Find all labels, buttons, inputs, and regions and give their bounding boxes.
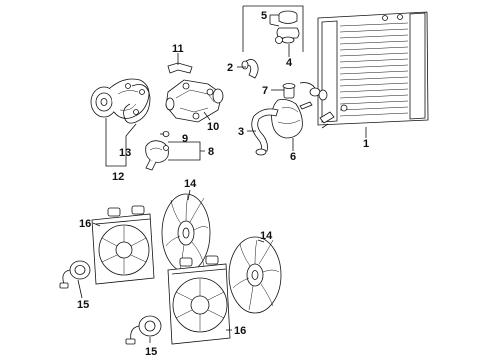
callout-6: 6 — [290, 151, 296, 163]
water-pump — [90, 78, 150, 119]
radiator-fittings — [299, 82, 348, 129]
callout-12: 12 — [112, 171, 124, 183]
callout-11: 11 — [172, 43, 184, 55]
fan-shroud-lower — [167, 255, 231, 345]
thermostat — [145, 140, 169, 171]
radiator — [317, 11, 429, 126]
coolant-reservoir — [271, 83, 313, 139]
callout-9: 9 — [182, 133, 188, 145]
callout-15-lower: 15 — [145, 346, 157, 358]
callout-2: 2 — [227, 62, 233, 74]
cap-group-bracket — [243, 5, 304, 52]
fan-shroud-upper — [91, 205, 155, 285]
callout-16-upper: 16 — [79, 218, 91, 230]
thermostat-housing — [165, 79, 224, 123]
callout-labels: 1 2 3 4 5 6 7 8 9 10 11 12 13 14 14 15 1… — [77, 10, 369, 358]
callout-4: 4 — [286, 57, 293, 69]
callout-3: 3 — [238, 126, 244, 138]
water-pump-gasket — [123, 84, 151, 124]
callout-15-upper: 15 — [77, 299, 89, 311]
leader-lines — [77, 14, 367, 343]
callout-16-lower: 16 — [234, 325, 246, 337]
gasket — [167, 62, 193, 74]
callout-13: 13 — [119, 147, 131, 159]
radiator-upper-hose — [241, 59, 259, 79]
fan-blade-lower — [228, 236, 282, 314]
callout-14-upper: 14 — [184, 178, 197, 190]
reservoir-cap — [275, 10, 300, 44]
callout-10: 10 — [207, 121, 219, 133]
callout-7: 7 — [262, 85, 268, 97]
fan-motor-upper — [59, 260, 91, 289]
fan-blade-upper — [161, 193, 211, 273]
callout-8: 8 — [208, 146, 214, 158]
callout-1: 1 — [363, 138, 369, 150]
callout-14-lower: 14 — [260, 230, 273, 242]
callout-5: 5 — [261, 10, 267, 22]
radiator-lower-hose — [251, 108, 279, 156]
fan-motor-lower — [125, 315, 162, 345]
